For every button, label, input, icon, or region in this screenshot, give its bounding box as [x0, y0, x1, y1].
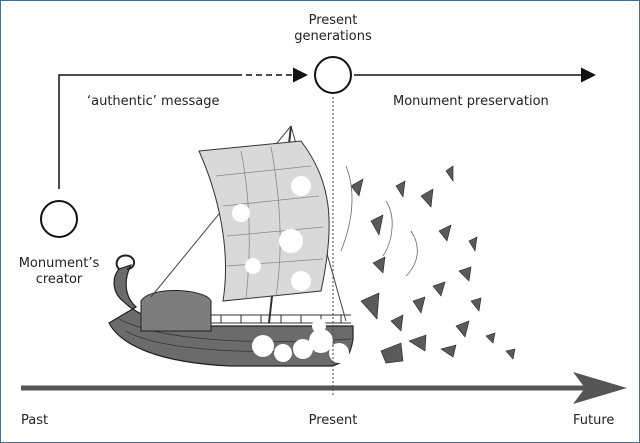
present-generations-label-line2: generations [294, 29, 372, 44]
creator-node [40, 200, 78, 238]
timeline-arrowhead [573, 372, 627, 404]
erosion-gaps [232, 176, 349, 363]
creator-label: Monument’s creator [9, 256, 109, 288]
ship-illustration [108, 125, 516, 367]
authentic-message-line [58, 74, 236, 189]
present-generations-node [314, 56, 352, 94]
authentic-message-label: ‘authentic’ message [87, 94, 220, 109]
timeline-label-past: Past [21, 413, 49, 428]
present-generations-label-line1: Present [308, 13, 358, 28]
creator-label-line2: creator [35, 272, 83, 287]
dissolving-fragments [350, 165, 516, 364]
deck-rail [211, 314, 351, 324]
ship-cabin [140, 290, 212, 332]
creator-label-line1: Monument’s [18, 256, 100, 271]
timeline-label-future: Future [573, 413, 615, 428]
timeline-label-present: Present [308, 413, 358, 428]
ship-prow [115, 254, 135, 270]
present-generations-label: Present generations [293, 13, 373, 45]
monument-preservation-label: Monument preservation [393, 94, 549, 109]
